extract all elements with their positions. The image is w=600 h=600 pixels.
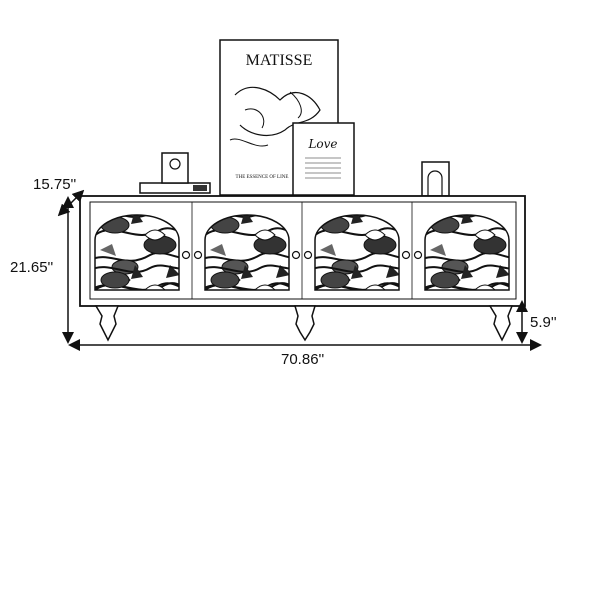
door-knobs [181, 250, 423, 260]
leg-height-label: 5.9'' [530, 314, 557, 331]
door-panel-1 [94, 214, 180, 291]
poster-title: MATISSE [246, 52, 313, 69]
matisse-poster: MATISSE THE ESSENCE OF LINE [219, 39, 339, 196]
door-panel-2 [204, 214, 290, 291]
door-panel-4 [424, 214, 510, 291]
vase-object [421, 161, 450, 197]
camera-object [139, 152, 211, 194]
width-label: 70.86'' [281, 351, 325, 368]
door-panel-3 [314, 214, 400, 291]
love-card: Love [292, 122, 355, 196]
poster-subtitle: THE ESSENCE OF LINE [236, 175, 289, 180]
height-label: 21.65'' [10, 259, 54, 276]
card-script: Love [307, 137, 337, 151]
dimension-lines [57, 189, 542, 351]
cabinet-legs [94, 305, 514, 342]
depth-label: 15.75'' [33, 176, 77, 193]
